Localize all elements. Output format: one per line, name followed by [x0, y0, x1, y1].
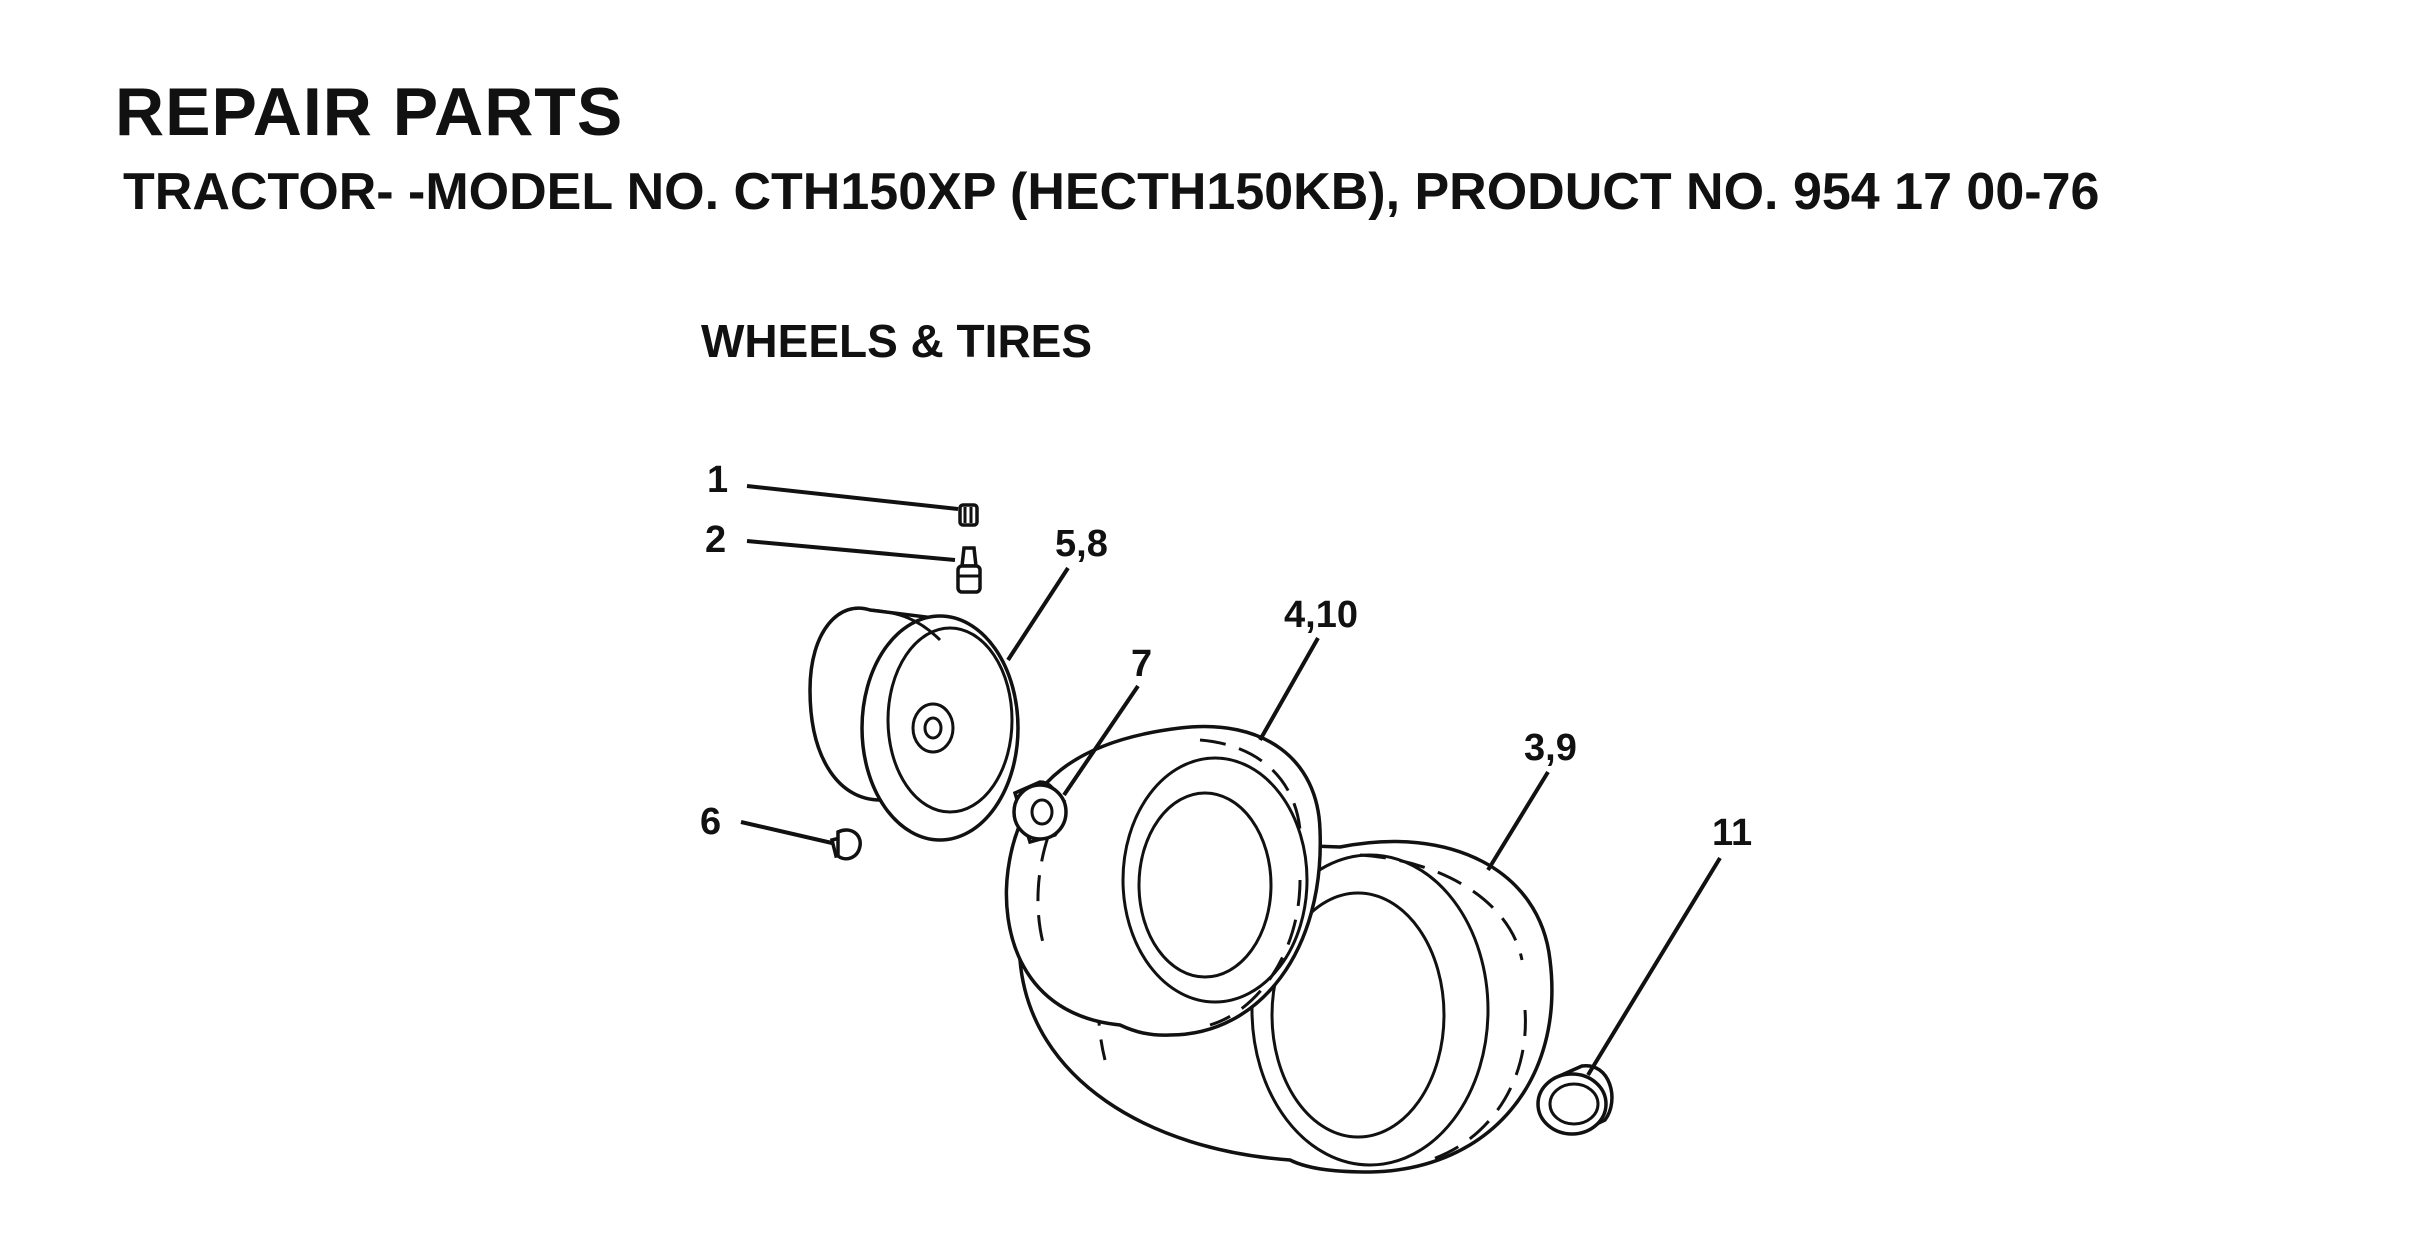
leader-line-4-10 — [1258, 637, 1320, 741]
callout-4-10: 4,10 — [1284, 594, 1358, 636]
bolt — [829, 828, 862, 861]
bushing — [1012, 780, 1068, 845]
leader-line-6 — [740, 820, 833, 845]
callout-3-9: 3,9 — [1524, 727, 1577, 769]
section-title: WHEELS & TIRES — [701, 315, 1093, 367]
wheel-rim — [808, 606, 1020, 842]
leader-line-5-8 — [1006, 566, 1070, 662]
valve-cap — [958, 503, 979, 527]
callout-7: 7 — [1131, 643, 1152, 685]
leader-line-7 — [1062, 684, 1140, 797]
leader-line-3-9 — [1486, 770, 1550, 872]
callout-11: 11 — [1712, 812, 1752, 854]
valve-stem — [956, 546, 982, 594]
leader-line-2 — [746, 539, 956, 562]
model-subtitle: TRACTOR- -MODEL NO. CTH150XP (HECTH150KB… — [123, 163, 2100, 221]
front-tire — [1004, 724, 1322, 1037]
page-title: REPAIR PARTS — [115, 74, 624, 150]
callout-2: 2 — [705, 519, 726, 561]
callout-6: 6 — [700, 801, 721, 843]
callout-5-8: 5,8 — [1055, 523, 1108, 565]
leader-line-1 — [746, 484, 959, 511]
callout-1: 1 — [707, 459, 728, 501]
leader-line-11 — [1586, 856, 1722, 1077]
hub-cap — [1536, 1064, 1614, 1136]
